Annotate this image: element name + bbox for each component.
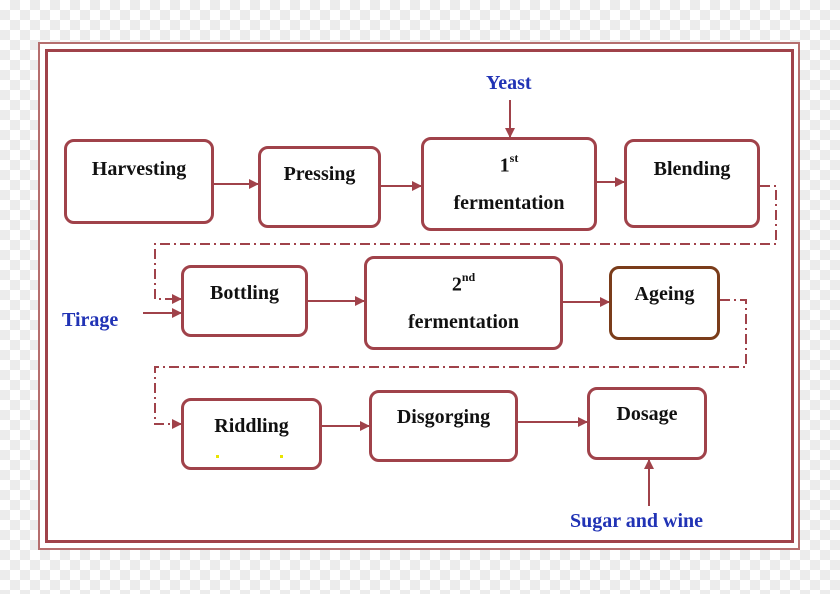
step-disgorging-label: Disgorging xyxy=(396,406,491,428)
decorative-speck xyxy=(280,455,283,458)
step-dosage-label: Dosage xyxy=(616,402,678,425)
connector-ageing-to-riddling xyxy=(154,299,747,429)
step-riddling: Riddling xyxy=(181,398,322,470)
step-first-fermentation-label: fermentation xyxy=(453,192,565,215)
step-harvesting: Harvesting xyxy=(64,139,214,224)
step-pressing-label: Pressing xyxy=(283,163,356,185)
step-blending: Blending xyxy=(624,139,760,228)
step-second-fermentation: 2nd fermentation xyxy=(364,256,563,350)
tirage-label: Tirage xyxy=(58,307,123,334)
connector-blending-to-bottling xyxy=(154,185,777,304)
step-harvesting-label: Harvesting xyxy=(91,157,187,180)
step-first-fermentation: 1st fermentation xyxy=(421,137,597,231)
step-dosage: Dosage xyxy=(587,387,707,460)
first-fermentation-number-value: 1 xyxy=(499,154,510,177)
step-second-fermentation-number: 2nd xyxy=(451,269,476,296)
step-bottling-label: Bottling xyxy=(210,282,279,304)
step-pressing: Pressing xyxy=(258,146,381,228)
diagram-inner-frame xyxy=(45,49,794,543)
decorative-speck xyxy=(216,455,219,458)
second-fermentation-number-value: 2 xyxy=(451,273,462,296)
step-first-fermentation-number: 1st xyxy=(499,150,519,177)
sugar-and-wine-label: Sugar and wine xyxy=(566,508,708,535)
yeast-label: Yeast xyxy=(482,70,536,97)
step-second-fermentation-label: fermentation xyxy=(407,311,520,334)
step-ageing-label: Ageing xyxy=(634,283,695,305)
step-riddling-label: Riddling xyxy=(214,415,289,437)
first-fermentation-ordinal: st xyxy=(509,150,519,165)
step-ageing: Ageing xyxy=(609,266,720,340)
step-bottling: Bottling xyxy=(181,265,308,337)
step-disgorging: Disgorging xyxy=(369,390,518,462)
step-blending-label: Blending xyxy=(653,157,731,180)
second-fermentation-ordinal: nd xyxy=(461,269,476,284)
